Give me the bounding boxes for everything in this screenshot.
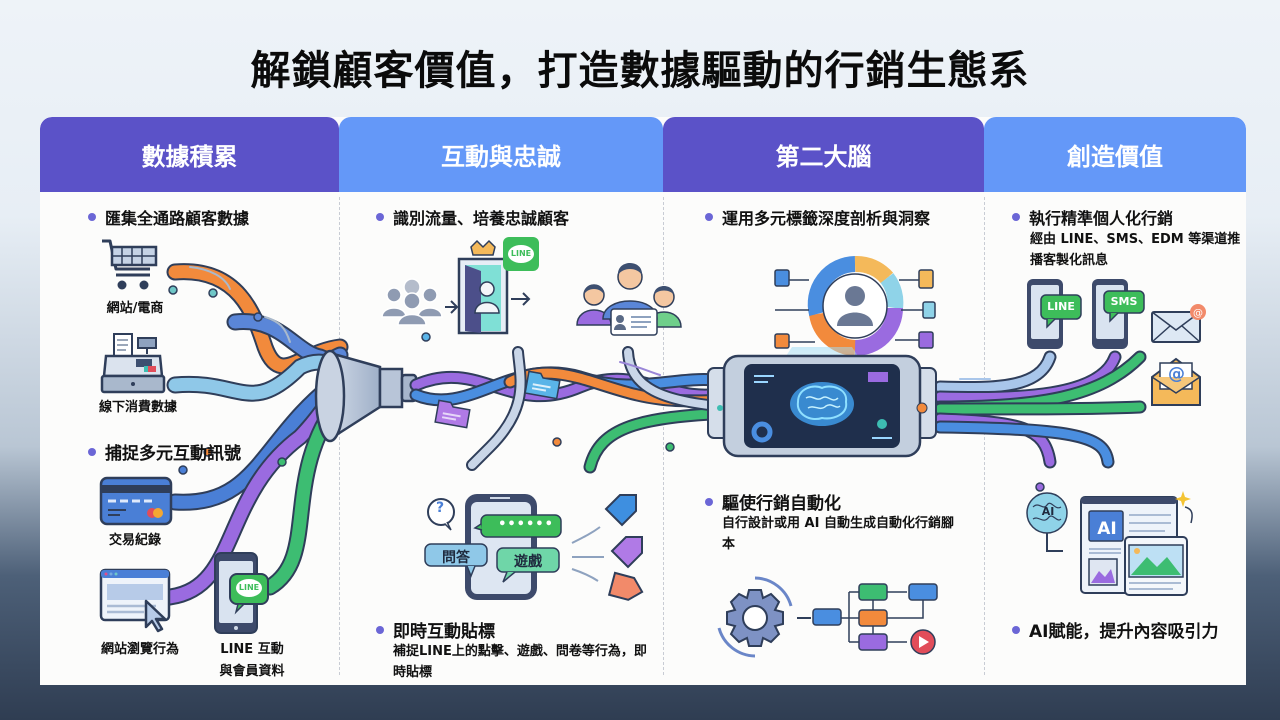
column-divider <box>984 197 985 675</box>
desc-marketing-automation: 自行設計或用 AI 自動生成自動化行銷腳本 <box>722 516 954 552</box>
column-divider <box>663 197 664 675</box>
line-badge-text: LINE <box>238 583 260 592</box>
desc-precision-marketing: 經由 LINE、SMS、EDM 等渠道推播客製化訊息 <box>1030 232 1241 268</box>
tag-arrows-icon <box>571 494 644 601</box>
second-brain-device-icon <box>707 347 937 458</box>
line-interaction-label: LINE 互動 <box>220 642 284 657</box>
loyal-customers-icon <box>576 263 682 336</box>
svg-text:@: @ <box>1193 308 1203 319</box>
line-phone-icon <box>214 552 269 634</box>
ai-content-label: AI <box>1097 519 1117 539</box>
sms-channel-phone-icon <box>1092 279 1145 349</box>
chat-bubble-qa: 問答 <box>442 550 470 566</box>
column-headers: 數據積累 互動與忠誠 第二大腦 創造價值 <box>40 117 1246 192</box>
line-channel-phone-icon <box>1027 279 1082 349</box>
audience-group-icon <box>381 278 443 326</box>
page-title: 解鎖顧客價值，打造數據驅動的行銷生態系 <box>250 48 1030 94</box>
column-divider <box>339 197 340 675</box>
email-icon: @ <box>1151 304 1206 343</box>
source-label-web-browsing: 網站瀏覽行為 <box>100 642 179 657</box>
shopping-cart-icon <box>102 239 158 290</box>
edm-envelope-icon <box>1151 357 1201 406</box>
source-label-ecommerce: 網站/電商 <box>106 301 164 316</box>
question-mark-icon: ? <box>436 500 445 516</box>
bullet-precision-marketing: 執行精準個人化行銷 <box>1012 205 1173 229</box>
header-engagement-loyalty: 互動與忠誠 <box>339 117 663 192</box>
bullet-marketing-automation: 驅使行銷自動化 <box>705 489 841 514</box>
funnel-icon <box>314 349 418 443</box>
line-channel-label: LINE <box>1047 300 1075 313</box>
slide-card: 數據積累 互動與忠誠 第二大腦 創造價值 <box>40 117 1246 685</box>
bullet-omnichannel-data: 匯集全通路顧客數據 <box>88 205 249 229</box>
source-label-transactions: 交易紀錄 <box>108 533 161 548</box>
ai-brain-label: AI <box>1041 505 1055 518</box>
bullet-realtime-tagging: 即時互動貼標 <box>376 617 495 642</box>
member-data-label: 與會員資料 <box>219 664 285 679</box>
chat-phone-icon <box>424 494 562 600</box>
desc-realtime-tagging: 補捉LINE上的點擊、遊戲、問卷等行為，即時貼標 <box>393 644 647 680</box>
browser-cursor-icon <box>99 568 171 633</box>
sms-channel-label: SMS <box>1110 295 1138 308</box>
bullet-multi-tag-insight: 運用多元標籤深度剖析與洞察 <box>705 205 930 229</box>
chat-bubble-game: 遊戲 <box>514 554 542 570</box>
data-folder-icon <box>524 370 561 400</box>
bullet-identify-traffic: 識別流量、培養忠誠顧客 <box>376 205 569 229</box>
edm-at-symbol: @ <box>1168 364 1185 384</box>
automation-workflow-icon <box>717 576 938 658</box>
source-label-offline-spending: 線下消費數據 <box>98 400 177 415</box>
data-folder-icon <box>434 399 471 429</box>
line-badge-text: LINE <box>510 249 532 258</box>
bullet-interaction-signals: 捕捉多元互動訊號 <box>88 439 241 464</box>
bullet-ai-empowerment: AI賦能，提升內容吸引力 <box>1012 617 1218 642</box>
header-second-brain: 第二大腦 <box>663 117 984 192</box>
chat-dots: •••••• <box>498 517 554 532</box>
cash-register-icon <box>100 333 166 394</box>
ai-content-generation-icon <box>1026 491 1193 596</box>
header-create-value: 創造價值 <box>984 117 1246 192</box>
customer-profile-ring-icon <box>774 256 936 356</box>
loyalty-gate-icon <box>445 237 539 335</box>
source-label-line-member: LINE 互動 與會員資料 <box>202 639 302 683</box>
credit-card-icon <box>99 476 173 526</box>
header-data-accumulation: 數據積累 <box>40 117 339 192</box>
